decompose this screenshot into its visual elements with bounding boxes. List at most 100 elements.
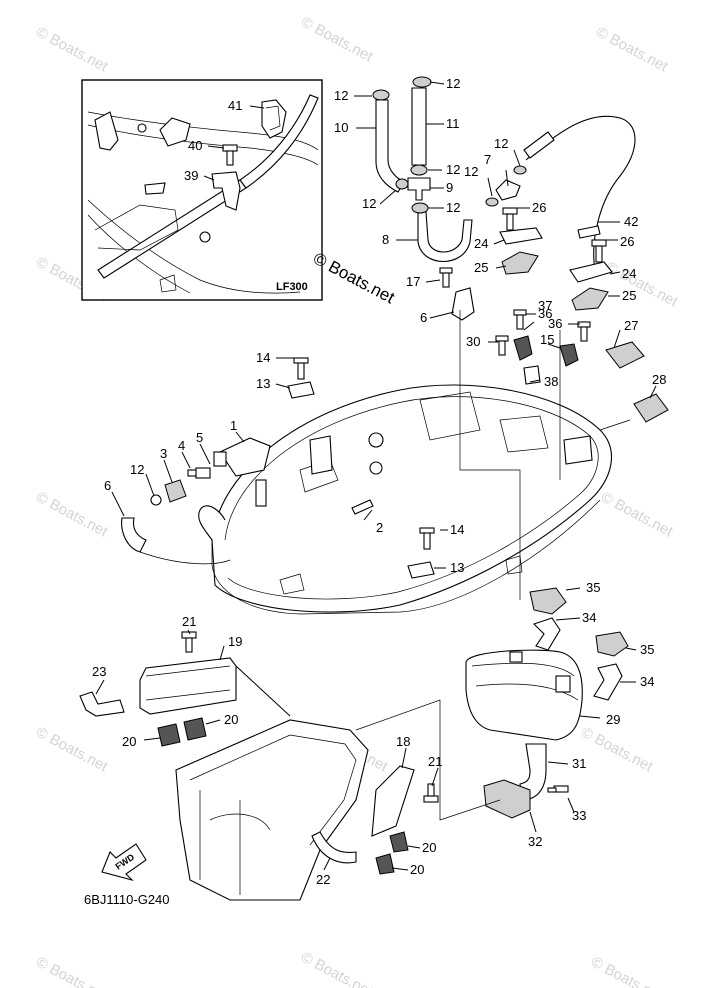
part-21-screw bbox=[423, 783, 439, 803]
part-19-mount bbox=[139, 657, 237, 715]
callout-35: 35 bbox=[586, 580, 600, 595]
callout-12: 12 bbox=[130, 462, 144, 477]
part-34-elbow bbox=[593, 663, 623, 701]
callout-18: 18 bbox=[396, 734, 410, 749]
callout-12: 12 bbox=[494, 136, 508, 151]
watermark: © Boats.net bbox=[33, 724, 111, 776]
callout-34: 34 bbox=[640, 674, 654, 689]
callout-8: 8 bbox=[382, 232, 389, 247]
part-39-bracket bbox=[211, 171, 241, 211]
callout-20: 20 bbox=[422, 840, 436, 855]
part-34-elbow bbox=[532, 617, 561, 651]
watermark: © Boats.net bbox=[598, 489, 676, 541]
part-21-screw bbox=[181, 631, 197, 653]
callout-34: 34 bbox=[582, 610, 596, 625]
callout-29: 29 bbox=[606, 712, 620, 727]
callout-10: 10 bbox=[334, 120, 348, 135]
part-1-through-5-connector bbox=[150, 437, 271, 506]
part-27-grommet bbox=[605, 341, 645, 369]
part-13-14-upper bbox=[287, 357, 315, 399]
callout-28: 28 bbox=[652, 372, 666, 387]
callout-24: 24 bbox=[474, 236, 488, 251]
callout-20: 20 bbox=[122, 734, 136, 749]
callout-19: 19 bbox=[228, 634, 242, 649]
part-20-damper bbox=[389, 831, 409, 853]
watermark: © Boats.net bbox=[33, 489, 111, 541]
part-20-damper bbox=[375, 853, 395, 875]
callout-13: 13 bbox=[450, 560, 464, 575]
part-33-screw bbox=[547, 785, 569, 793]
callout-4: 4 bbox=[178, 438, 185, 453]
part-20-damper bbox=[157, 723, 181, 747]
watermark: © Boats.net bbox=[33, 954, 111, 988]
callout-25: 25 bbox=[474, 260, 488, 275]
callout-26: 26 bbox=[532, 200, 546, 215]
callout-numbers: 1 2 3 4 5 6 6 7 8 9 10 11 12 12 12 12 12… bbox=[92, 76, 666, 887]
callout-38: 38 bbox=[544, 374, 558, 389]
callout-14: 14 bbox=[256, 350, 270, 365]
callout-39: 39 bbox=[184, 168, 198, 183]
callout-3: 3 bbox=[160, 446, 167, 461]
part-6-tube-left bbox=[121, 517, 231, 565]
lower-case bbox=[175, 719, 369, 901]
part-7-valve bbox=[485, 115, 636, 271]
callout-23: 23 bbox=[92, 664, 106, 679]
callout-20: 20 bbox=[224, 712, 238, 727]
callout-13: 13 bbox=[256, 376, 270, 391]
part-15-36-37-38 bbox=[495, 309, 591, 385]
callout-25: 25 bbox=[622, 288, 636, 303]
part-16-17 bbox=[439, 267, 475, 321]
part-32-gasket bbox=[483, 779, 531, 819]
watermark: © Boats.net bbox=[603, 259, 681, 311]
part-20-damper bbox=[183, 717, 207, 741]
inset-label: LF300 bbox=[276, 281, 308, 293]
callout-42: 42 bbox=[624, 214, 638, 229]
callout-16: 6 bbox=[420, 310, 427, 325]
callout-40: 40 bbox=[188, 138, 202, 153]
callout-36: 36 bbox=[548, 316, 562, 331]
fwd-arrow-icon: FWD bbox=[101, 843, 147, 882]
part-41-clip bbox=[261, 99, 287, 139]
copyright-stamp: © Boats.net bbox=[310, 249, 398, 308]
callout-37: 37 bbox=[538, 298, 552, 313]
callout-21: 21 bbox=[428, 754, 442, 769]
part-23-hose bbox=[79, 691, 125, 717]
callout-21: 21 bbox=[182, 614, 196, 629]
part-11-hose bbox=[411, 87, 427, 166]
callout-36: 36 bbox=[538, 306, 552, 321]
callout-33: 33 bbox=[572, 808, 586, 823]
callout-24: 24 bbox=[622, 266, 636, 281]
part-35-mount bbox=[529, 587, 567, 615]
callout-12: 12 bbox=[446, 76, 460, 91]
callout-35: 35 bbox=[640, 642, 654, 657]
callout-9: 9 bbox=[446, 180, 453, 195]
callout-41: 41 bbox=[228, 98, 242, 113]
callout-6: 6 bbox=[104, 478, 111, 493]
part-13-14-lower bbox=[407, 527, 435, 579]
callout-27: 27 bbox=[624, 318, 638, 333]
callout-7: 7 bbox=[484, 152, 491, 167]
part-2-screw bbox=[351, 499, 374, 515]
diagram-code: 6BJ1110-G240 bbox=[84, 892, 170, 907]
callout-2: 2 bbox=[376, 520, 383, 535]
watermark: © Boats.net bbox=[33, 24, 111, 76]
watermark: © Boats.net bbox=[298, 14, 376, 66]
part-18-bracket bbox=[371, 765, 415, 837]
part-35-mount bbox=[595, 631, 629, 657]
callout-20: 20 bbox=[410, 862, 424, 877]
bottom-cowling bbox=[198, 384, 613, 615]
callout-30: 30 bbox=[466, 334, 480, 349]
callout-1: 1 bbox=[230, 418, 237, 433]
callout-12: 12 bbox=[464, 164, 478, 179]
callout-12: 12 bbox=[334, 88, 348, 103]
watermark: © Boats.net bbox=[578, 724, 656, 776]
callout-14: 14 bbox=[450, 522, 464, 537]
callout-15: 15 bbox=[540, 332, 554, 347]
part-8-hose bbox=[417, 211, 473, 263]
hose-assembly bbox=[372, 76, 473, 263]
callout-12: 12 bbox=[446, 200, 460, 215]
callout-5: 5 bbox=[196, 430, 203, 445]
callout-17: 17 bbox=[406, 274, 420, 289]
part-10-hose bbox=[375, 99, 405, 193]
part-29-silencer bbox=[465, 649, 583, 741]
